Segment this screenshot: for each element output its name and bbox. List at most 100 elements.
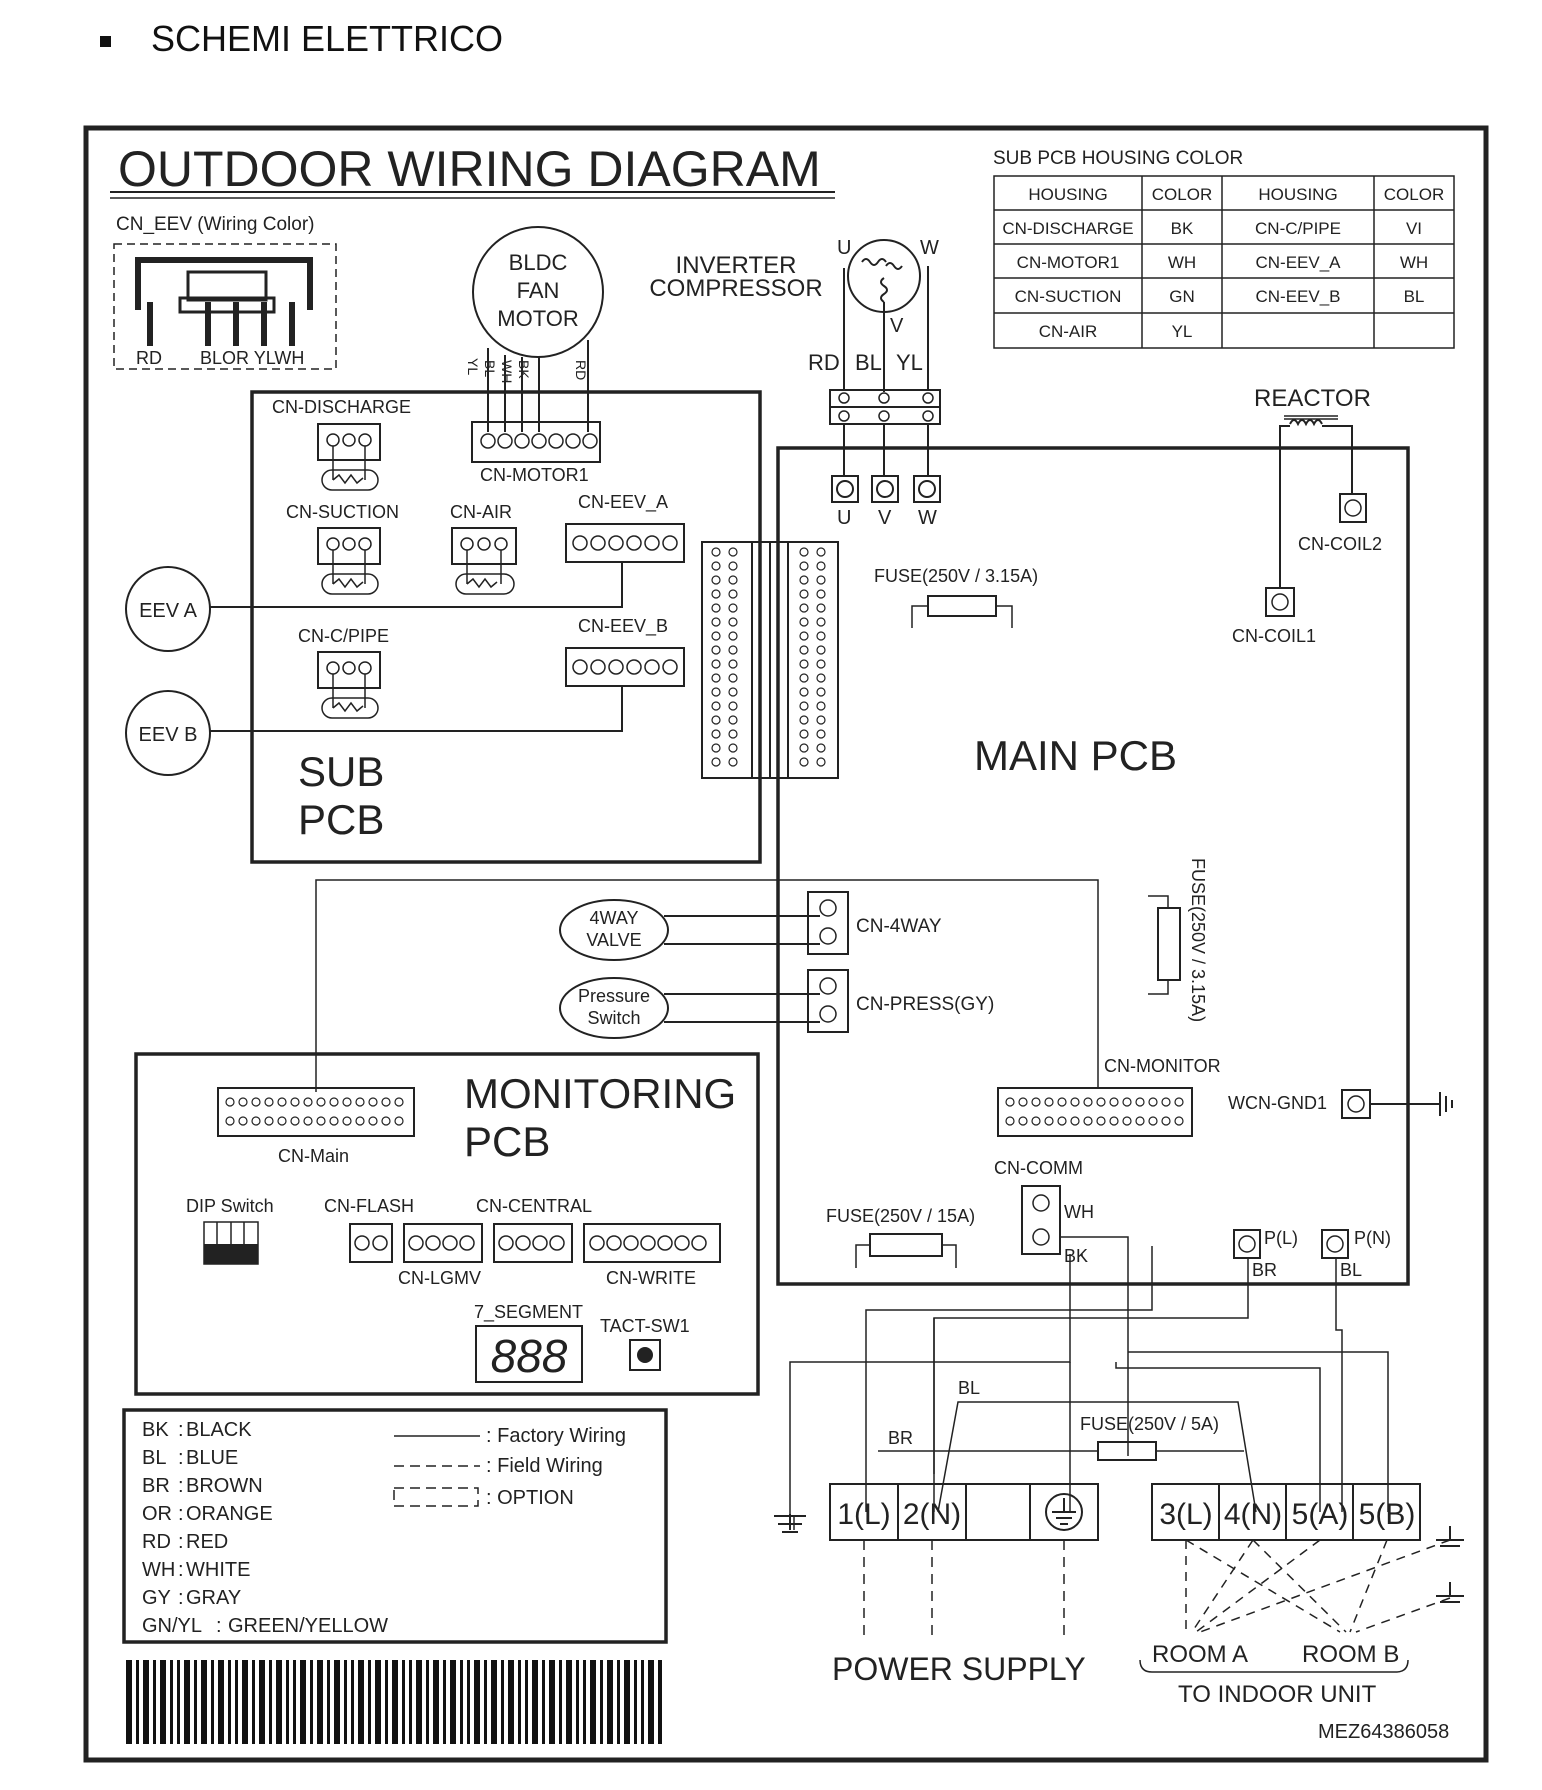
cn-discharge-label: CN-DISCHARGE	[272, 397, 411, 417]
reactor: REACTOR	[1254, 385, 1371, 588]
svg-text::: :	[178, 1419, 184, 1441]
fan-motor-line1: BLDC	[509, 250, 568, 275]
legend-code: BR	[142, 1475, 170, 1497]
cn-eev-pin-rd: RD	[136, 348, 162, 368]
dip-switch	[203, 1221, 259, 1265]
dip-switch-label: DIP Switch	[186, 1196, 274, 1216]
ground-icon	[1436, 1526, 1464, 1603]
eev-valves: EEV A EEV B	[125, 562, 623, 776]
fourway-line1: 4WAY	[589, 908, 638, 928]
housing-cell: CN-DISCHARGE	[1002, 219, 1133, 238]
pressure-line1: Pressure	[578, 986, 650, 1006]
cn-eev-title: CN_EEV (Wiring Color)	[116, 214, 314, 235]
housing-color-table: SUB PCB HOUSING COLOR HOUSING COLOR HOUS…	[993, 148, 1455, 349]
room-b-label: ROOM B	[1302, 1641, 1399, 1668]
cn-flash-label: CN-FLASH	[324, 1196, 414, 1216]
seven-segment-label: 7_SEGMENT	[474, 1302, 583, 1323]
svg-text::: :	[178, 1447, 184, 1469]
fuse-top-label: FUSE(250V / 3.15A)	[874, 566, 1038, 586]
comm-wire-bk: BK	[1064, 1246, 1088, 1266]
terminal-2n: 2(N)	[903, 1498, 961, 1531]
legend-option: : OPTION	[486, 1487, 574, 1509]
svg-text::: :	[178, 1531, 184, 1553]
power-wiring	[789, 1236, 1389, 1530]
tact-sw-label: TACT-SW1	[600, 1316, 690, 1336]
svg-text::: :	[178, 1587, 184, 1609]
svg-text::: :	[178, 1475, 184, 1497]
legend-name: GRAY	[186, 1587, 241, 1609]
housing-header-3: HOUSING	[1258, 185, 1337, 204]
eev-a-label: EEV A	[139, 600, 197, 622]
compressor-line2: COMPRESSOR	[649, 275, 822, 302]
cn-write-label: CN-WRITE	[606, 1268, 696, 1288]
to-indoor-label: TO INDOOR UNIT	[1178, 1681, 1377, 1708]
svg-text::: :	[216, 1615, 222, 1637]
housing-cell: WH	[1400, 253, 1428, 272]
housing-cell: BL	[1404, 287, 1425, 306]
pn-wire-bl: BL	[1340, 1260, 1362, 1280]
fourway-line2: VALVE	[586, 930, 641, 950]
housing-cell: CN-AIR	[1039, 322, 1098, 341]
cn-main-label: CN-Main	[278, 1146, 349, 1166]
housing-table-title: SUB PCB HOUSING COLOR	[993, 148, 1243, 169]
indoor-field-wiring	[1185, 1539, 1451, 1633]
wire-labels: BL BR FUSE(250V / 5A)	[878, 1378, 1244, 1461]
housing-header-2: COLOR	[1152, 185, 1212, 204]
legend-name: ORANGE	[186, 1503, 273, 1525]
pcb-term-w: W	[918, 507, 937, 529]
compressor-wire-bl: BL	[855, 350, 882, 375]
cn-comm-label: CN-COMM	[994, 1158, 1083, 1178]
main-pcb: MAIN PCB CN-COIL2 CN-COIL1 FUSE(250V / 3…	[776, 446, 1453, 1286]
pl-label: P(L)	[1264, 1228, 1298, 1248]
wire-br-label: BR	[888, 1428, 913, 1448]
earth-terminal-icon	[1045, 1493, 1083, 1531]
cn-central-label: CN-CENTRAL	[476, 1196, 592, 1216]
legend-factory-wiring: : Factory Wiring	[486, 1425, 626, 1447]
fan-wire-bk: BK	[516, 360, 532, 379]
cn-eev-a-label: CN-EEV_A	[578, 492, 668, 513]
fuse-5a-label: FUSE(250V / 5A)	[1080, 1414, 1219, 1434]
main-pcb-label: MAIN PCB	[974, 732, 1177, 779]
monitoring-label-2: PCB	[464, 1118, 550, 1165]
cn-lgmv-label: CN-LGMV	[398, 1268, 481, 1288]
cn-eev-wiring-color: CN_EEV (Wiring Color) RD BLOR YLWH	[113, 214, 337, 370]
fuse-right-label: FUSE(250V / 3.15A)	[1188, 858, 1208, 1022]
room-a-label: ROOM A	[1152, 1641, 1248, 1668]
cn-coil1-label: CN-COIL1	[1232, 626, 1316, 646]
cn-monitor-label: CN-MONITOR	[1104, 1056, 1221, 1076]
pl-wire-br: BR	[1252, 1260, 1277, 1280]
page-header: SCHEMI ELETTRICO	[100, 18, 503, 60]
legend-code: RD	[142, 1531, 171, 1553]
part-number: MEZ64386058	[1318, 1721, 1449, 1743]
compressor-wire-yl: YL	[896, 350, 923, 375]
housing-header-4: COLOR	[1384, 185, 1444, 204]
sub-pcb-label-1: SUB	[298, 748, 384, 795]
fan-motor-line3: MOTOR	[497, 306, 578, 331]
cn-air-label: CN-AIR	[450, 502, 512, 522]
header-text: SCHEMI ELETTRICO	[151, 18, 504, 59]
terminal-block-indoor: 3(L) 4(N) 5(A) 5(B)	[1151, 1483, 1421, 1541]
housing-cell: CN-C/PIPE	[1255, 219, 1341, 238]
legend-code: BL	[142, 1447, 166, 1469]
terminal-5a: 5(A)	[1292, 1498, 1349, 1531]
cn-cpipe-label: CN-C/PIPE	[298, 626, 389, 646]
power-supply-dashes	[863, 1540, 1065, 1640]
housing-cell: CN-EEV_A	[1255, 253, 1341, 272]
legend-name: WHITE	[186, 1559, 250, 1581]
legend-name: BLACK	[186, 1419, 252, 1441]
pn-label: P(N)	[1354, 1228, 1391, 1248]
barcode	[126, 1660, 662, 1744]
diagram-frame	[83, 125, 1489, 1763]
svg-text::: :	[178, 1503, 184, 1525]
inverter-compressor: INVERTER COMPRESSOR U W V RD BL YL	[649, 237, 941, 529]
terminal-3l: 3(L)	[1159, 1498, 1212, 1531]
fan-wire-yl: YL	[465, 358, 481, 375]
compressor-term-w: W	[920, 237, 939, 259]
pcb-term-v: V	[878, 507, 892, 529]
housing-header-1: HOUSING	[1028, 185, 1107, 204]
valve-and-switch: 4WAY VALVE Pressure Switch	[559, 899, 820, 1039]
housing-cell: BK	[1171, 219, 1194, 238]
eev-b-label: EEV B	[139, 724, 198, 746]
cn-press-label: CN-PRESS(GY)	[856, 994, 994, 1015]
